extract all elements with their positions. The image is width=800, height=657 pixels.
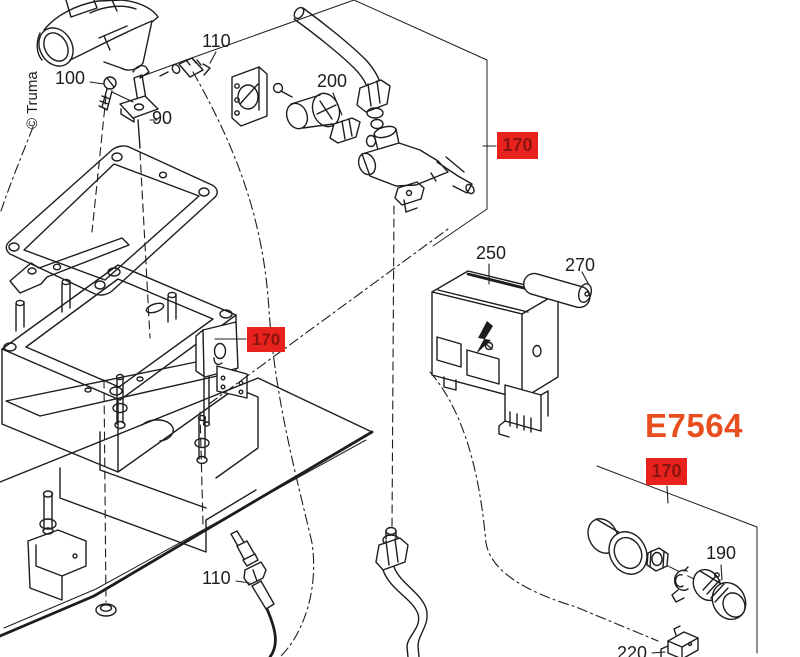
highlight-label-170-control-knob-group[interactable]: 170 xyxy=(646,458,687,485)
part-label-100: 100 xyxy=(55,68,86,88)
base-plate xyxy=(0,377,374,638)
retainer-strip xyxy=(9,237,130,294)
truma-watermark: © Truma xyxy=(24,71,41,129)
highlight-label-170-gas-valve-group[interactable]: 170 xyxy=(497,132,538,159)
gas-pipe-lower xyxy=(375,526,428,657)
electrode-90 xyxy=(119,64,159,149)
part-label-250: 250 xyxy=(476,243,507,263)
gasket xyxy=(5,145,218,296)
leader-lines xyxy=(89,51,723,654)
gas-valve-170 xyxy=(357,125,475,213)
control-unit-250 xyxy=(431,270,559,438)
screw-100 xyxy=(98,76,117,111)
phantom-lines xyxy=(0,71,659,657)
part-label-190: 190 xyxy=(706,543,737,563)
fixing-bracket xyxy=(27,490,87,601)
thermocouple-110 xyxy=(230,530,277,657)
cable-end-110-top xyxy=(159,57,211,78)
gas-pipe-elbow xyxy=(293,6,391,130)
retaining-clip xyxy=(671,566,689,603)
valve-group-outline xyxy=(139,0,488,247)
igniter-battery-270 xyxy=(522,272,593,309)
bezel-ring xyxy=(587,518,648,575)
microswitch-220 xyxy=(660,625,699,657)
hex-nut xyxy=(646,547,669,572)
bracket-plate xyxy=(231,66,293,127)
part-label-220: 220 xyxy=(617,643,648,657)
burner-housing xyxy=(1,264,259,553)
figure-code: E7564 xyxy=(645,407,743,444)
mounting-bracket-170 xyxy=(195,321,248,427)
part-label-200: 200 xyxy=(317,71,348,91)
part-label-90: 90 xyxy=(152,108,173,128)
part-label-110-bottom: 110 xyxy=(202,568,231,588)
burner-assembly xyxy=(36,0,159,71)
highlight-label-170-mounting-bracket[interactable]: 170 xyxy=(247,327,285,352)
part-label-270: 270 xyxy=(565,255,596,275)
control-knob-190 xyxy=(692,568,747,621)
part-label-110-top: 110 xyxy=(202,31,231,51)
